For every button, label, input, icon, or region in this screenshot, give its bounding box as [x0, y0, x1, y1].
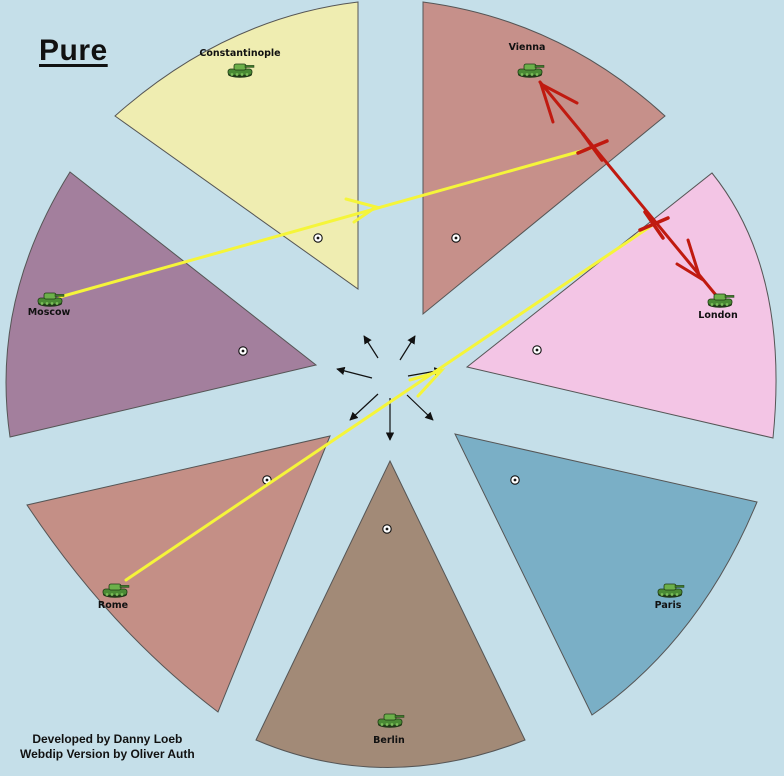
territory-berlin[interactable] — [255, 459, 526, 768]
territory-label-london: London — [698, 310, 738, 321]
map-title: Pure — [39, 34, 108, 67]
support-arrow-icon — [124, 222, 656, 582]
support-arrow-icon — [58, 146, 594, 299]
supply-center-icon — [532, 345, 542, 355]
supply-center-icon — [510, 475, 520, 485]
territory-label-constantinople: Constantinople — [199, 48, 281, 59]
territory-label-rome: Rome — [97, 600, 129, 611]
territory-label-berlin: Berlin — [373, 735, 405, 746]
supply-center-icon — [382, 524, 392, 534]
credits-developer: Developed by Danny Loeb — [32, 732, 183, 746]
territory-label-paris: Paris — [654, 600, 682, 611]
territory-rome[interactable] — [26, 435, 331, 713]
center-compass — [336, 335, 443, 441]
territory-london[interactable] — [465, 172, 777, 439]
territory-label-moscow: Moscow — [27, 307, 71, 318]
failed-order-marker — [576, 132, 670, 240]
credits: Developed by Danny Loeb Webdip Version b… — [20, 732, 195, 762]
territory-constantinople[interactable] — [114, 1, 359, 290]
territory-label-vienna: Vienna — [508, 42, 546, 53]
territory-moscow[interactable] — [5, 171, 318, 438]
supply-center-icon — [451, 233, 461, 243]
supply-center-icon — [313, 233, 323, 243]
supply-center-icon — [238, 346, 248, 356]
credits-webdip: Webdip Version by Oliver Auth — [20, 747, 195, 761]
territory-vienna[interactable] — [422, 1, 666, 316]
move-arrow-icon — [538, 80, 722, 302]
territory-paris[interactable] — [454, 433, 758, 716]
